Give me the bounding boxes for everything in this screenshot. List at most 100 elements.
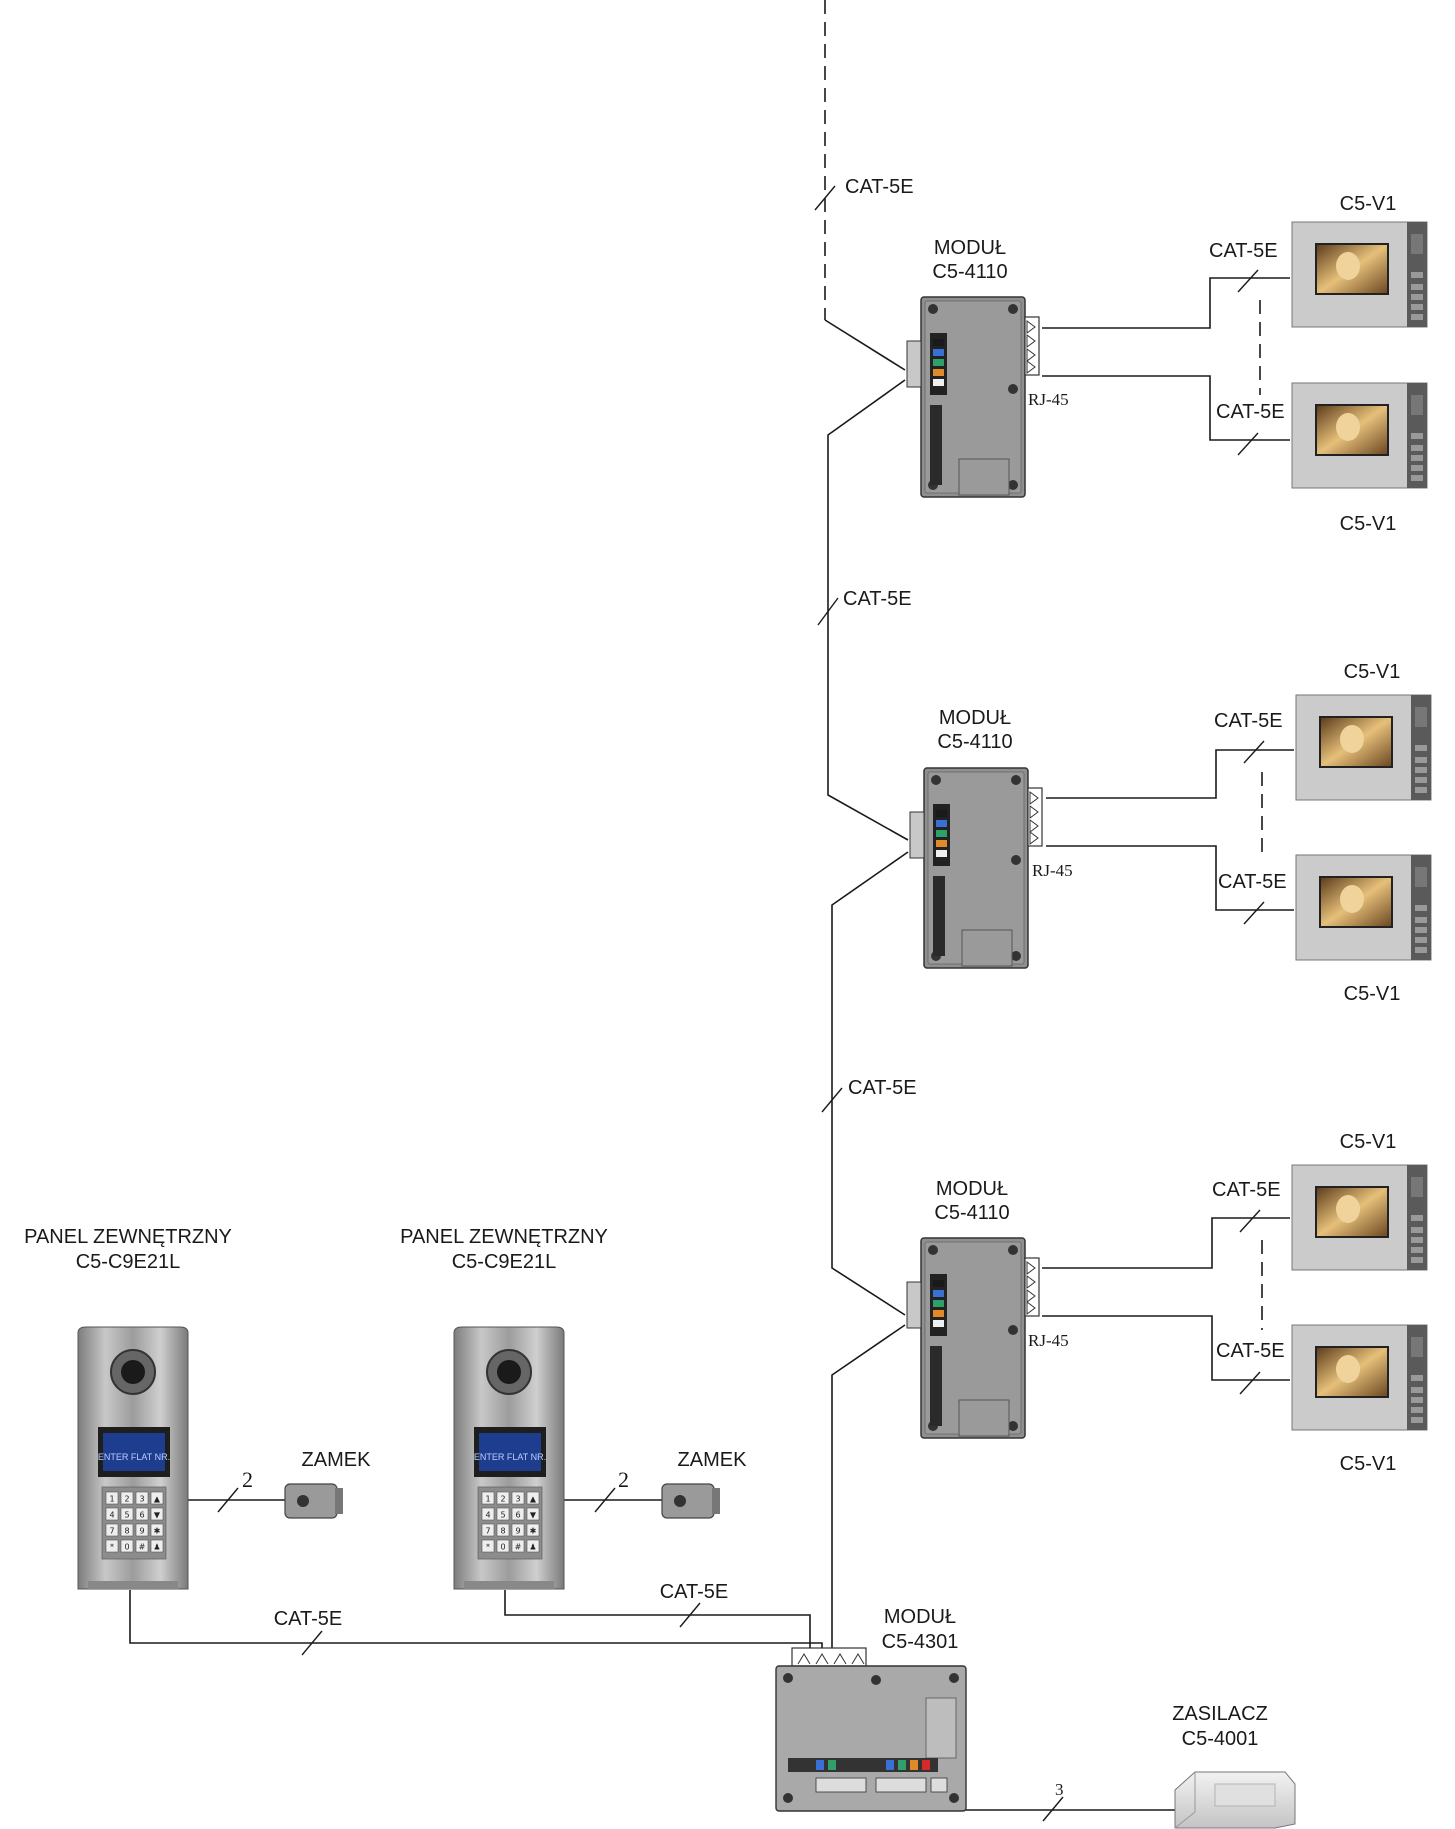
- cable-tick: [1243, 740, 1265, 764]
- keypad-key: [120, 1523, 134, 1537]
- keypad-key: [481, 1539, 495, 1553]
- monitor-c5-v1: [1295, 854, 1432, 961]
- keypad-key: [105, 1491, 119, 1505]
- monitor-label: C5-V1: [1340, 193, 1397, 215]
- cable-label: 3: [1055, 1780, 1064, 1799]
- psu-model: C5-4001: [1182, 1728, 1259, 1750]
- keypad-key-label: #: [515, 1543, 522, 1552]
- module-4110-1: [906, 296, 1040, 498]
- monitor-label: C5-V1: [1340, 1131, 1397, 1153]
- cable-label: CAT-5E: [1214, 710, 1283, 732]
- cable-tick: [594, 1487, 616, 1513]
- keypad-key-label: 4: [485, 1511, 490, 1520]
- cable-tick: [1042, 1796, 1064, 1822]
- keypad-key-label: 7: [485, 1527, 490, 1536]
- lock-icon: [661, 1483, 720, 1519]
- psu-name: ZASILACZ: [1172, 1703, 1268, 1725]
- panel-name: PANEL ZEWNĘTRZNY: [24, 1226, 232, 1248]
- monitor-c5-v1: [1295, 694, 1432, 801]
- connector-label: RJ-45: [1028, 390, 1069, 409]
- cable-tick: [1237, 269, 1259, 293]
- cable-label: CAT-5E: [1216, 1340, 1285, 1362]
- keypad-key: [150, 1491, 164, 1505]
- module-name: MODUŁ: [936, 1178, 1008, 1200]
- cable-tick: [1239, 1371, 1261, 1395]
- module-model: C5-4110: [937, 731, 1012, 753]
- wiring: [129, 0, 1294, 1822]
- keypad-key: [481, 1523, 495, 1537]
- keypad-key-label: 2: [124, 1495, 129, 1504]
- module-4301: [775, 1647, 967, 1812]
- cable-tick: [301, 1630, 323, 1656]
- cable-tick: [1243, 901, 1265, 925]
- keypad-key-label: ✱: [154, 1527, 161, 1536]
- panel-model: C5-C9E21L: [76, 1251, 181, 1273]
- module-model: C5-4110: [932, 261, 1007, 283]
- keypad-key-label: 8: [124, 1527, 129, 1536]
- monitor-label: C5-V1: [1340, 1453, 1397, 1475]
- keypad-key: [511, 1523, 525, 1537]
- cable-label: CAT-5E: [1216, 401, 1285, 423]
- keypad-key-label: ▼: [530, 1511, 537, 1520]
- keypad-key: [496, 1523, 510, 1537]
- module-model: C5-4301: [882, 1631, 959, 1653]
- keypad-key: [496, 1539, 510, 1553]
- module-name: MODUŁ: [884, 1606, 956, 1628]
- keypad-key-label: 4: [109, 1511, 114, 1520]
- keypad-key: [120, 1507, 134, 1521]
- keypad-key-label: #: [139, 1543, 146, 1552]
- cable-label: CAT-5E: [1209, 240, 1278, 262]
- cable-tick: [1239, 1209, 1261, 1233]
- mon-wire: [1046, 749, 1294, 799]
- keypad-key-label: ♟: [529, 1543, 536, 1552]
- monitor-c5-v1: [1291, 1324, 1428, 1431]
- keypad-key: [496, 1491, 510, 1505]
- keypad-key: [496, 1507, 510, 1521]
- keypad-key-label: 3: [515, 1495, 520, 1504]
- keypad-key: [150, 1523, 164, 1537]
- keypad-key-label: 9: [515, 1527, 520, 1536]
- keypad-key-label: 6: [515, 1511, 520, 1520]
- keypad-key-label: 8: [500, 1527, 505, 1536]
- cable-label: 2: [242, 1467, 253, 1492]
- keypad-key-label: 5: [124, 1511, 129, 1520]
- cable-label: 2: [618, 1467, 629, 1492]
- module-4110-3: [906, 1237, 1040, 1439]
- cable-label: CAT-5E: [1212, 1179, 1281, 1201]
- module-model: C5-4110: [934, 1202, 1009, 1224]
- keypad-key-label: 1: [485, 1495, 490, 1504]
- panel-right-wire: [504, 1590, 811, 1650]
- keypad-key-label: 0: [124, 1543, 129, 1552]
- keypad-key: [105, 1523, 119, 1537]
- keypad-key: [135, 1523, 149, 1537]
- lock-label: ZAMEK: [678, 1449, 748, 1471]
- keypad-key-label: 7: [109, 1527, 114, 1536]
- keypad-key-label: 5: [500, 1511, 505, 1520]
- module-4110-2: [909, 767, 1043, 969]
- keypad-key-label: 6: [139, 1511, 144, 1520]
- monitor-label: C5-V1: [1340, 513, 1397, 535]
- cable-tick: [217, 1487, 239, 1513]
- mon-wire: [1046, 845, 1294, 911]
- connector-label: RJ-45: [1028, 1331, 1069, 1350]
- riser-out-2: [831, 851, 909, 1090]
- mon-wire: [1042, 1315, 1290, 1381]
- mon-wire: [1042, 375, 1290, 441]
- keypad-key-label: 3: [139, 1495, 144, 1504]
- riser-out-3: [831, 1324, 906, 1650]
- keypad-key-label: ▲: [154, 1495, 161, 1504]
- lcd-text: ENTER FLAT NR.: [474, 1452, 546, 1462]
- keypad-key: [120, 1539, 134, 1553]
- keypad-key: [511, 1539, 525, 1553]
- riser-in-3: [831, 1090, 906, 1316]
- keypad-key-label: *: [486, 1543, 490, 1552]
- keypad-key: [526, 1507, 540, 1521]
- keypad-key: [481, 1507, 495, 1521]
- module-name: MODUŁ: [934, 237, 1006, 259]
- keypad-key-label: 1: [109, 1495, 114, 1504]
- keypad-key: [105, 1507, 119, 1521]
- keypad-key: [526, 1539, 540, 1553]
